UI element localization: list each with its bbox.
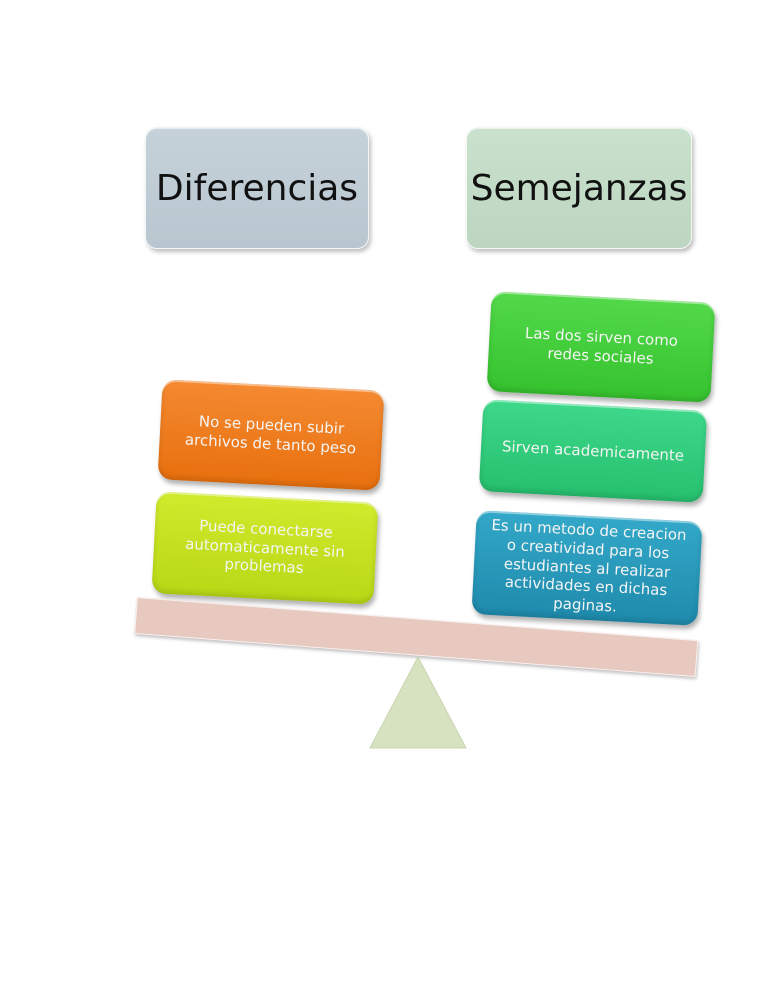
differences-header-label: Diferencias: [155, 167, 359, 209]
difference-card-text: Puede conectarse automaticamente sin pro…: [184, 516, 346, 578]
similarity-card-text: Sirven academicamente: [501, 436, 685, 465]
similarity-card-academic: Sirven academicamente: [478, 399, 708, 503]
similarity-card-creativity: Es un metodo de creacion o creatividad p…: [471, 510, 703, 626]
difference-card-auto-connect: Puede conectarse automaticamente sin pro…: [151, 491, 379, 605]
similarity-card-text: Es un metodo de creacion o creatividad p…: [490, 516, 687, 616]
similarities-header-label: Semejanzas: [470, 167, 688, 209]
difference-card-text: No se pueden subir archivos de tanto pes…: [184, 412, 357, 458]
scale-fulcrum: [369, 655, 467, 749]
similarity-card-text: Las dos sirven como redes sociales: [524, 324, 679, 368]
similarity-card-social-networks: Las dos sirven como redes sociales: [486, 291, 716, 403]
differences-header: Diferencias: [145, 127, 369, 249]
similarities-header: Semejanzas: [466, 127, 692, 249]
difference-card-file-size: No se pueden subir archivos de tanto pes…: [157, 379, 385, 491]
